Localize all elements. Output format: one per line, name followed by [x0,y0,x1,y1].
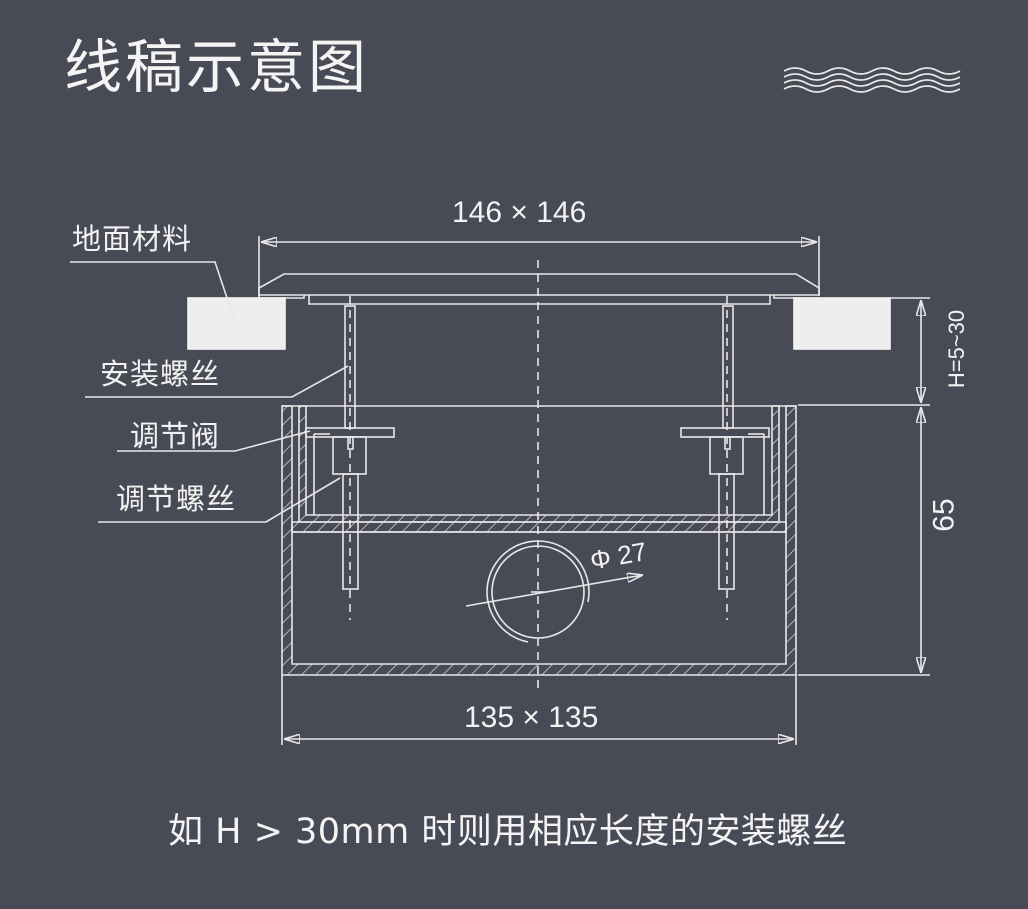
left-screw-assembly [305,296,395,620]
floor-block-left [187,297,286,350]
body-height-dimension [798,407,930,676]
label-adjust-valve: 调节阀 [130,419,221,453]
leader-lines [70,261,349,523]
cover-plate [258,273,820,305]
height-range-dimension [798,297,930,406]
page-title: 线稿示意图 [64,33,370,101]
height-range-label: H=5~30 [944,309,969,389]
label-adjust-screw: 调节螺丝 [116,482,237,516]
floor-block-right [793,297,891,350]
footer-note: 如 H > 30mm 时则用相应长度的安装螺丝 [168,812,848,852]
bottom-width-label: 135 × 135 [464,701,599,734]
right-screw-assembly [680,296,770,620]
pipe-outlet [465,540,643,643]
top-width-label: 146 × 146 [452,196,587,229]
body-height-label: 65 [927,498,961,532]
wave-lines-icon [783,67,961,93]
top-width-dimension [258,236,820,296]
label-floor-material: 地面材料 [72,222,193,256]
drain-body [281,405,797,745]
label-install-screw: 安装螺丝 [100,357,221,391]
